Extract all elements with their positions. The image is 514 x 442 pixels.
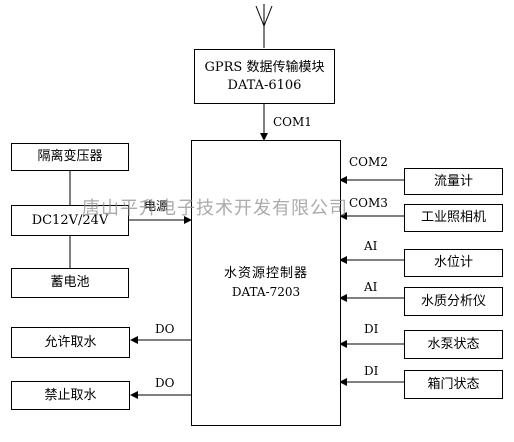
water-quality-box: 水质分析仪 <box>404 287 503 316</box>
isolation-transformer-label: 隔离变压器 <box>37 149 103 164</box>
gprs-module-model: DATA-6106 <box>227 77 302 93</box>
do-label-allow: DO <box>155 322 175 336</box>
flowmeter-box: 流量计 <box>404 168 503 195</box>
flowmeter-label: 流量计 <box>433 173 473 189</box>
battery-label: 蓄电池 <box>50 275 90 290</box>
dc-supply-label: DC12V/24V <box>31 212 109 228</box>
door-status-box: 箱门状态 <box>404 370 503 399</box>
com1-label: COM1 <box>273 115 312 129</box>
port-label-ai-1: AI <box>364 239 378 253</box>
water-quality-label: 水质分析仪 <box>420 293 486 309</box>
allow-water-label: 允许取水 <box>44 334 97 350</box>
power-label: 电源 <box>144 199 169 213</box>
company-watermark: 唐山平升电子技术开发有限公司 <box>82 198 348 219</box>
controller-model: DATA-7203 <box>231 285 301 299</box>
port-label-com3: COM3 <box>349 196 388 210</box>
battery-box: 蓄电池 <box>11 268 129 298</box>
forbid-water-box: 禁止取水 <box>11 381 130 410</box>
allow-water-box: 允许取水 <box>11 327 130 358</box>
do-label-forbid: DO <box>155 376 175 390</box>
camera-label: 工业照相机 <box>420 210 486 225</box>
gprs-module-box: GPRS 数据传输模块 DATA-6106 <box>194 49 335 104</box>
forbid-water-label: 禁止取水 <box>44 387 97 403</box>
antenna-icon <box>255 4 273 48</box>
water-level-box: 水位计 <box>404 249 503 277</box>
port-label-ai-2: AI <box>364 280 378 294</box>
port-label-di-1: DI <box>364 322 379 336</box>
port-label-com2: COM2 <box>349 155 388 169</box>
controller-title: 水资源控制器 <box>223 266 308 281</box>
isolation-transformer-box: 隔离变压器 <box>11 143 129 171</box>
gprs-module-title: GPRS 数据传输模块 <box>204 59 325 75</box>
pump-status-label: 水泵状态 <box>427 336 480 352</box>
port-label-di-2: DI <box>364 364 379 378</box>
controller-box: 水资源控制器 DATA-7203 <box>191 140 341 426</box>
pump-status-box: 水泵状态 <box>404 330 503 359</box>
camera-box: 工业照相机 <box>404 204 503 232</box>
dc-supply-box: DC12V/24V <box>11 205 129 236</box>
door-status-label: 箱门状态 <box>427 376 480 392</box>
water-level-label: 水位计 <box>433 255 473 270</box>
